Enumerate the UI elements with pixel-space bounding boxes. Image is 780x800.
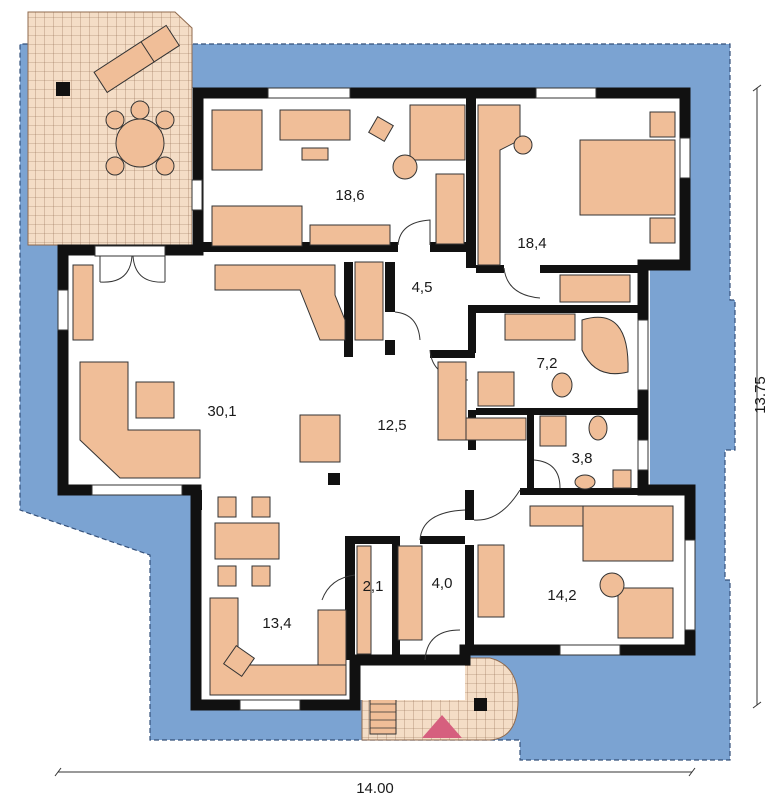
area-entry: 4,0 — [432, 575, 453, 592]
area-hall-upper: 4,5 — [412, 279, 433, 296]
exterior-walls — [57, 87, 696, 711]
area-living: 30,1 — [207, 403, 236, 420]
desk-a — [279, 109, 351, 141]
depth-dimension — [752, 84, 762, 709]
cabinet-hall — [437, 361, 467, 441]
bed-c — [582, 505, 674, 562]
area-labels: 18,6 18,4 4,5 7,2 30,1 12,5 3,8 2,1 4,0 … — [207, 187, 592, 632]
armchair-hall — [299, 414, 341, 463]
terrace-post — [56, 82, 70, 96]
area-bedroom-a: 18,6 — [335, 187, 364, 204]
area-kitchen: 13,4 — [262, 615, 291, 632]
wc-shower — [539, 415, 567, 447]
windows — [57, 87, 696, 711]
coffee-table — [135, 381, 175, 419]
shelf-a — [309, 224, 391, 246]
bed-a1 — [211, 109, 263, 171]
furniture — [72, 104, 676, 696]
stool-a — [368, 116, 394, 142]
doors — [99, 219, 561, 661]
terrace-table — [105, 100, 175, 176]
dining-table — [214, 522, 280, 560]
entrance-arrow — [422, 715, 462, 738]
bathtub — [581, 316, 629, 375]
porch-post — [474, 698, 487, 711]
armchair-a — [409, 104, 466, 161]
toilet-bath — [551, 372, 573, 398]
bed-b — [579, 139, 676, 216]
area-bathroom: 7,2 — [537, 355, 558, 372]
area-wc: 3,8 — [572, 450, 593, 467]
sofa-a — [211, 205, 303, 247]
desk-c — [617, 587, 674, 639]
depth-label: 13.75 — [752, 376, 769, 414]
wardrobe-c — [477, 544, 505, 618]
chair-d3 — [217, 565, 237, 587]
shower — [477, 371, 515, 407]
area-hall-central: 12,5 — [377, 417, 406, 434]
width-dimension — [54, 767, 696, 777]
width-label: 14.00 — [356, 780, 394, 797]
vanity — [504, 313, 576, 341]
toilet-a — [392, 154, 418, 180]
chair-d1 — [217, 496, 237, 518]
chair-d2 — [251, 496, 271, 518]
boiler — [612, 469, 632, 489]
cabinet-living — [72, 264, 94, 341]
chair-d4 — [251, 565, 271, 587]
chair-a — [301, 147, 329, 161]
area-storage: 2,1 — [363, 578, 384, 595]
corner-sofa — [79, 361, 201, 479]
sink-kitchen — [222, 644, 256, 678]
corner-cabinet-b — [477, 104, 521, 266]
nightstand-b1 — [649, 111, 676, 138]
fridge — [317, 609, 347, 666]
wardrobe-hall — [354, 261, 384, 341]
terrace — [27, 11, 193, 246]
wardrobe-a — [435, 173, 465, 245]
wardrobe-b — [559, 274, 631, 303]
shelf-storage — [356, 545, 372, 655]
sideboard — [214, 264, 346, 341]
sink-wc — [574, 474, 596, 490]
area-bedroom-b: 18,4 — [517, 235, 546, 252]
chair-c — [599, 572, 625, 598]
bench-hall — [465, 417, 527, 441]
nightstand-b2 — [649, 217, 676, 244]
lamp-b — [513, 135, 533, 155]
sun-lounger — [93, 24, 180, 94]
wardrobe-entry — [397, 545, 423, 641]
area-bedroom-c: 14,2 — [547, 587, 576, 604]
toilet-wc — [588, 415, 608, 441]
